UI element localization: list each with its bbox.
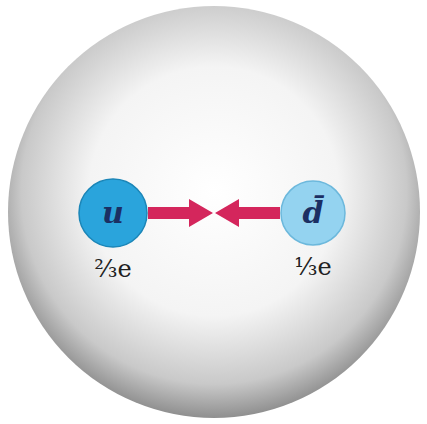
sphere-body xyxy=(8,6,420,418)
quark-symbol: d̄ xyxy=(303,198,324,228)
quark-circle: d̄⅓e xyxy=(280,180,346,246)
quark-fill xyxy=(79,179,147,247)
charge-label: ⅓e xyxy=(294,254,331,280)
charge-label: ⅔e xyxy=(94,256,131,282)
quark-circle: u⅔e xyxy=(78,178,148,248)
force-arrows xyxy=(148,199,280,227)
quark-fill xyxy=(281,181,345,245)
quark-symbol: u xyxy=(102,198,124,228)
